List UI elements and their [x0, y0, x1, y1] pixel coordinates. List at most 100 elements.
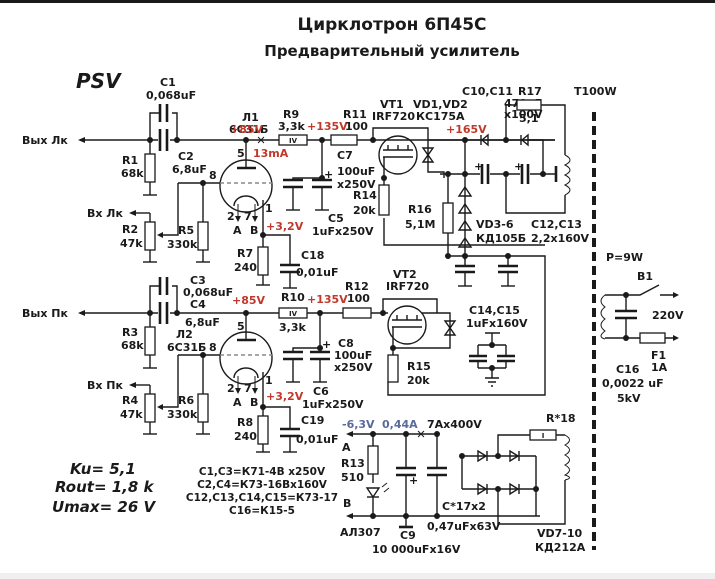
diode-vd6-icon	[457, 236, 473, 248]
vt1-terminals	[372, 127, 429, 178]
note-line: C2,C4=К73-16Вx160V	[197, 479, 328, 491]
c10-rating: x100V	[504, 108, 543, 121]
pin-2: 2	[227, 210, 235, 223]
c5-ref: C5	[328, 212, 344, 225]
r11-value: 100	[345, 120, 368, 133]
c4-value: 6,8uF	[185, 316, 220, 329]
wire-c6-c8	[292, 313, 321, 352]
node	[540, 171, 546, 177]
r7-value: 240	[234, 261, 257, 274]
current-left: 13mA	[253, 147, 289, 160]
arrow-in-right-icon	[129, 382, 136, 388]
title-main: Цирклотрон 6П45С	[297, 15, 486, 35]
wire-c18	[263, 234, 291, 288]
r2-value: 47k	[120, 237, 143, 250]
r15-ref: R15	[407, 360, 431, 373]
node	[459, 453, 465, 459]
ground-icon	[485, 377, 499, 387]
c16-value: 0,0022 uF	[602, 377, 664, 390]
note-line: C1,C3=К71-4В x250V	[199, 466, 326, 478]
r12-value: 100	[347, 292, 370, 305]
zener-icon	[443, 326, 457, 336]
coil-primary	[600, 294, 606, 340]
c14-ref: C14,C15	[469, 304, 520, 317]
vt1-value: IRF720	[372, 110, 415, 123]
wire-c3	[149, 285, 178, 313]
r6-ref: R6	[178, 394, 194, 407]
r8-ref: R8	[237, 416, 253, 429]
wire-c1	[149, 112, 178, 140]
wire-c5-c7	[292, 140, 323, 180]
label-out-right: Вых Пк	[22, 307, 68, 320]
r14-ref: R14	[353, 189, 377, 202]
vd7-value: КД212А	[535, 541, 586, 554]
r3-body	[144, 326, 156, 356]
r12-ref: R12	[345, 280, 369, 293]
r4-body	[144, 393, 156, 423]
r3-value: 68k	[121, 339, 144, 352]
tube-l2-heater	[237, 376, 256, 390]
r16-value: 5,1M	[405, 218, 435, 231]
c7-ref: C7	[337, 149, 353, 162]
c19-value: 0,01uF	[296, 433, 339, 446]
node	[623, 335, 629, 341]
r11-body	[330, 134, 358, 146]
voltage-anode-left: +85V	[230, 123, 264, 136]
pot-wiper-arrow-icon	[157, 232, 163, 238]
r9-ref: R9	[283, 108, 299, 121]
pin-7: 7	[244, 382, 252, 395]
r10-value: 3,3k	[279, 321, 306, 334]
r4-value: 47k	[120, 408, 143, 421]
pin-1: 1	[265, 202, 273, 215]
vt1-ref: VT1	[380, 98, 404, 111]
node	[495, 453, 501, 459]
right-channel: Вых Пк C3 0,068uF C4 6,8uF R3 68k Л2 6С3…	[22, 268, 528, 453]
c7-rating: x250V	[337, 178, 376, 191]
diode-vd3-icon	[457, 185, 473, 197]
node	[623, 292, 629, 298]
led-icon	[365, 487, 381, 499]
r4-ref: R4	[122, 394, 138, 407]
heater-arrow-a-icon	[235, 216, 241, 222]
r15-body	[387, 354, 399, 383]
r14-value: 20k	[353, 204, 376, 217]
c1-ref: C1	[160, 76, 176, 89]
c3-ref: C3	[190, 274, 206, 287]
supply-section: +165V C10,C11 470uF x100V R17 5,1 + + VD…	[387, 85, 617, 550]
c18-value: 0,01uF	[296, 266, 339, 279]
param-ku: Ku= 5,1	[70, 460, 136, 478]
arrow-in-left-icon	[129, 210, 136, 216]
c14-value: 1uFx160V	[466, 317, 528, 330]
l2-ref: Л2	[176, 328, 193, 341]
r3-ref: R3	[122, 326, 138, 339]
vd1-value: КС175А	[416, 110, 465, 123]
pin-8: 8	[209, 341, 217, 354]
author-logo: PSV	[76, 69, 122, 93]
node	[495, 486, 501, 492]
voltage-mid-left: +135V	[307, 120, 348, 133]
f1-ref: F1	[651, 349, 666, 362]
vt1-body	[378, 135, 418, 175]
heater-arrow-b-icon	[252, 388, 258, 394]
label-in-left: Вх Лк	[87, 207, 123, 220]
diode-vd7-icon	[477, 449, 488, 463]
r5-body	[197, 221, 209, 251]
r10-power: IV	[289, 310, 298, 318]
r6-body	[197, 393, 209, 423]
zener-vd1-icon	[421, 147, 435, 157]
r12-body	[342, 307, 372, 319]
c19-ref: C19	[301, 414, 324, 427]
r13-body	[367, 445, 379, 475]
r5-value: 330k	[167, 238, 198, 251]
r8-body	[257, 415, 269, 445]
node	[243, 310, 249, 316]
wire-grid-pot	[163, 183, 179, 236]
heater-b-label: B	[343, 497, 351, 510]
heater-a-label: A	[342, 441, 351, 454]
power-rating: P=9W	[606, 251, 643, 264]
note-line: C16=К15-5	[229, 505, 295, 517]
r2-ref: R2	[122, 223, 138, 236]
r2-body	[144, 221, 156, 251]
diode-icon	[480, 133, 489, 147]
